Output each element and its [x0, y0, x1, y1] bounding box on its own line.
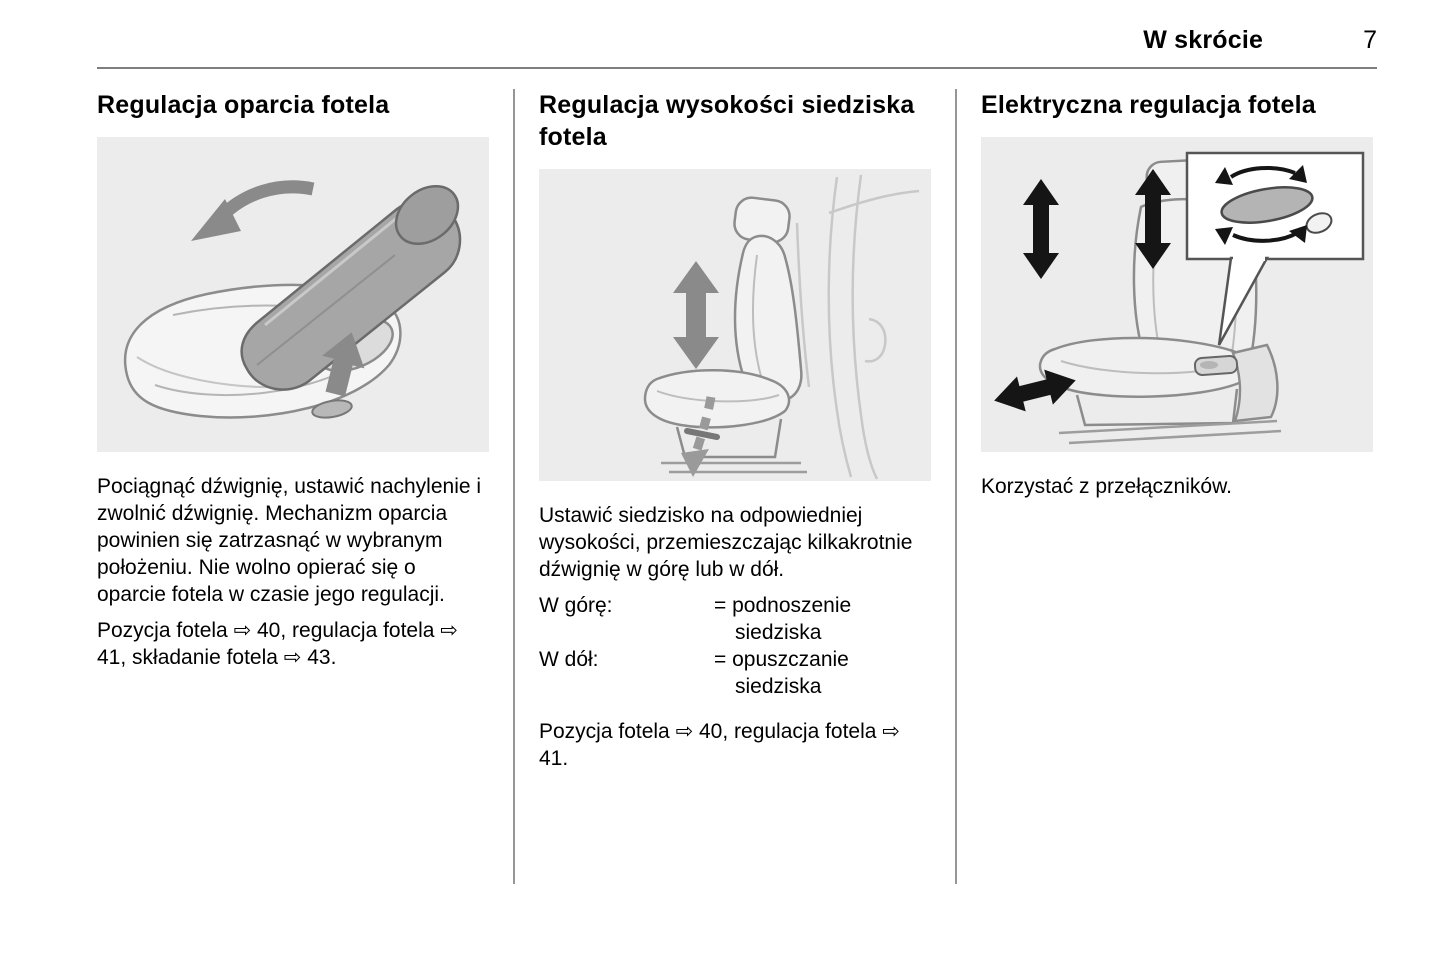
column-divider [955, 89, 957, 884]
definition-value: = opuszczanie siedziska [714, 648, 849, 698]
seat-backrest [733, 234, 803, 404]
seat-base-side-panel [1231, 343, 1279, 423]
seat-base [675, 418, 783, 459]
column-power-seat-adjustment: Elektryczna regulacja fotela [981, 89, 1373, 884]
seat-base [1075, 388, 1239, 427]
page-header: W skrócie 7 [97, 26, 1377, 55]
lever-up-arrow-icon [322, 332, 365, 397]
switch-arrowheads-icon [1215, 165, 1307, 245]
vertical-adjust-arrow-icon [1135, 169, 1171, 269]
definition-value: = podnoszenie siedziska [714, 594, 852, 644]
column-heading: Regulacja wysokości siedziska fotela [539, 91, 915, 151]
column-backrest-adjustment: Regulacja oparcia fotela [97, 89, 489, 884]
content-columns: Regulacja oparcia fotela [97, 89, 1377, 884]
up-down-arrow-icon [673, 261, 719, 369]
cross-reference-paragraph: Pozycja fotela ⇨ 40, regulacja fotela ⇨ … [539, 720, 900, 770]
vertical-adjust-arrow-icon [1023, 179, 1059, 279]
switch-direction-arrows-icon [1229, 166, 1298, 243]
cross-reference-paragraph: Pozycja fotela ⇨ 40, regulacja fotela ⇨ … [97, 619, 458, 669]
seat-cushion [1038, 336, 1249, 398]
definition-row: W dół: = opuszczanie siedziska [539, 646, 931, 700]
switch-knob [1220, 186, 1314, 224]
seat-headrest [394, 185, 460, 245]
recline-curved-arrow-icon [191, 180, 315, 241]
seat-height-adjustment-illustration [539, 169, 931, 481]
manual-page: W skrócie 7 Regulacja oparcia fotela [97, 26, 1377, 884]
definition-list: W górę: = podnoszenie siedziska W dół: =… [539, 592, 931, 700]
seat-cushion [643, 369, 791, 429]
switch-callout [1185, 151, 1365, 346]
section-title: W skrócie [1143, 26, 1264, 54]
header-rule [97, 67, 1377, 69]
definition-term: W dół: [539, 648, 599, 671]
horizontal-adjust-arrow-icon [994, 369, 1076, 412]
column-divider [513, 89, 515, 884]
door-frame-outline [795, 174, 920, 480]
page-number: 7 [1363, 26, 1377, 54]
seat-backrest-adjustment-illustration [97, 137, 489, 452]
column-heading: Regulacja oparcia fotela [97, 91, 390, 119]
seat-power-adjustment-illustration [981, 137, 1373, 452]
body-paragraph: Ustawić siedzisko na odpowiedniej wysoko… [539, 504, 913, 581]
recline-lever [311, 399, 353, 419]
switch-secondary-knob [1305, 212, 1333, 234]
column-seat-height-adjustment: Regulacja wysokości siedziska fotela [539, 89, 931, 884]
body-paragraph: Pociągnąć dźwignię, ustawić nachylenie i… [97, 475, 482, 606]
definition-term: W górę: [539, 594, 613, 617]
dashed-lever-arrow-icon [681, 396, 716, 477]
height-lever [684, 428, 720, 440]
body-paragraph: Korzystać z przełączników. [981, 475, 1232, 498]
column-heading: Elektryczna regulacja fotela [981, 91, 1316, 119]
definition-row: W górę: = podnoszenie siedziska [539, 592, 931, 646]
